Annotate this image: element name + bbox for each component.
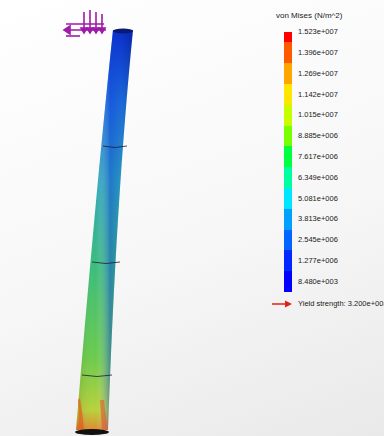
color-swatch bbox=[284, 250, 292, 271]
legend-value: 5.081e+006 bbox=[298, 195, 338, 203]
color-swatch bbox=[284, 63, 292, 84]
legend-value: 3.813e+006 bbox=[298, 215, 338, 223]
legend-value: 1.396e+007 bbox=[298, 49, 338, 57]
pole-top bbox=[113, 29, 133, 34]
legend-value: 1.523e+007 bbox=[298, 28, 338, 36]
legend-value: 8.480e+003 bbox=[298, 278, 338, 286]
color-swatch bbox=[284, 32, 292, 42]
segment-line bbox=[92, 262, 120, 264]
color-swatch bbox=[284, 42, 292, 63]
color-swatch bbox=[284, 230, 292, 251]
color-swatch bbox=[284, 105, 292, 126]
color-swatch bbox=[284, 167, 292, 188]
legend-value: 7.617e+006 bbox=[298, 153, 338, 161]
color-swatch bbox=[284, 84, 292, 105]
stress-hotspot bbox=[77, 398, 84, 430]
color-swatch bbox=[284, 188, 292, 209]
pole bbox=[75, 29, 133, 436]
color-swatch bbox=[284, 271, 292, 292]
legend-value: 6.349e+006 bbox=[298, 174, 338, 182]
fixed-base bbox=[75, 429, 109, 435]
legend-value: 1.142e+007 bbox=[298, 91, 338, 99]
legend-value: 1.015e+007 bbox=[298, 111, 338, 119]
legend-value: 2.545e+006 bbox=[298, 236, 338, 244]
yield-strength-label: Yield strength: 3.200e+008 bbox=[298, 300, 384, 308]
pole-body bbox=[76, 30, 133, 430]
color-swatch bbox=[284, 209, 292, 230]
stress-hotspot bbox=[100, 400, 108, 430]
color-swatch bbox=[284, 146, 292, 167]
load-symbol bbox=[64, 10, 106, 36]
legend-value: 1.269e+007 bbox=[298, 70, 338, 78]
color-swatch bbox=[284, 126, 292, 147]
legend-value: 1.277e+006 bbox=[298, 257, 338, 265]
segment-line bbox=[103, 146, 127, 148]
yield-arrow bbox=[272, 301, 292, 308]
pole-shading bbox=[76, 30, 133, 430]
legend-title: von Mises (N/m^2) bbox=[276, 12, 342, 20]
segment-line bbox=[82, 375, 112, 377]
legend-value: 8.885e+006 bbox=[298, 132, 338, 140]
